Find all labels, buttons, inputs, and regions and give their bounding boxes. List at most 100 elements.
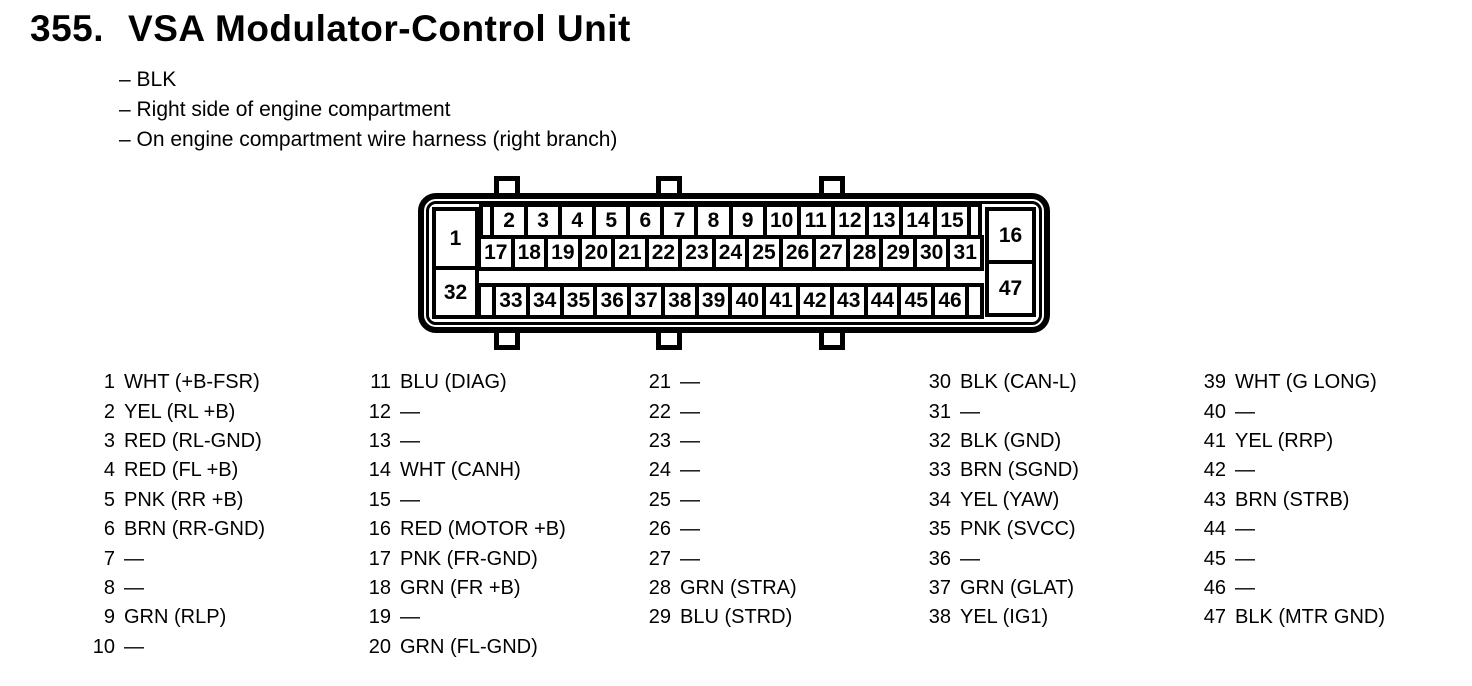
pin-number: 7 xyxy=(103,547,115,570)
connector-pin-cell-7: 7 xyxy=(660,203,699,239)
pin-label: — xyxy=(400,488,420,511)
pin-row-23: 23— xyxy=(641,427,797,456)
pin-row-21: 21 — xyxy=(641,368,797,397)
pin-label: — xyxy=(680,371,700,394)
connector-pin-cell-23: 23 xyxy=(678,235,716,271)
pin-label: GRN (FL-GND) xyxy=(400,635,538,658)
pin-row-20: 20 GRN (FL-GND) xyxy=(361,633,566,662)
connector-pin-cell-29: 29 xyxy=(879,235,917,271)
pin-label: BRN (SGND) xyxy=(960,459,1079,482)
connector-pin-cell-39: 39 xyxy=(694,283,733,319)
connector-pin-cell-4: 4 xyxy=(558,203,597,239)
pin-label: — xyxy=(1235,576,1255,599)
pin-label: — xyxy=(680,488,700,511)
pin-number: 21 xyxy=(648,371,671,394)
pin-row-31: 31— xyxy=(921,397,1079,426)
connector-pin-cell-21: 21 xyxy=(611,235,649,271)
connector-pin-cell-33: 33 xyxy=(492,283,530,319)
pin-number: 11 xyxy=(370,371,391,394)
pin-row-4: 4 RED (FL +B) xyxy=(85,456,265,485)
connector-pin-cell-22: 22 xyxy=(644,235,683,271)
pin-label: RED (MOTOR +B) xyxy=(400,518,566,541)
pin-number: 6 xyxy=(103,518,115,541)
pin-label: — xyxy=(1235,518,1255,541)
connector-pin-cell-10: 10 xyxy=(762,203,801,239)
pin-number: 36 xyxy=(928,547,951,570)
pin-label: PNK (SVCC) xyxy=(960,518,1076,541)
pin-label: RED (FL +B) xyxy=(124,459,239,482)
pin-label: — xyxy=(680,518,700,541)
pin-number: 41 xyxy=(1203,429,1226,452)
pin-row-27: 27— xyxy=(641,544,797,573)
pin-number: 47 xyxy=(1203,606,1226,629)
pin-label: — xyxy=(124,547,144,570)
pin-row-7: 7— xyxy=(85,544,265,573)
pin-row-22: 22— xyxy=(641,397,797,426)
pin-number: 1 xyxy=(103,371,115,394)
connector-pin-cell-15: 15 xyxy=(933,203,972,239)
pin-label: — xyxy=(680,547,700,570)
connector-pin-cell-40: 40 xyxy=(728,283,767,319)
pin-number: 4 xyxy=(103,459,115,482)
pin-number: 33 xyxy=(928,459,951,482)
pin-label: GRN (STRA) xyxy=(680,576,797,599)
connector-pin-cell-20: 20 xyxy=(577,235,616,271)
connector-pin-cell-5: 5 xyxy=(592,203,631,239)
note-location: – Right side of engine compartment xyxy=(119,98,451,121)
pin-label: WHT (G LONG) xyxy=(1235,371,1377,394)
pin-number: 14 xyxy=(368,459,391,482)
pin-row-36: 36 — xyxy=(921,544,1079,573)
pin-row-41: 41 YEL (RRP) xyxy=(1196,427,1385,456)
pin-number: 31 xyxy=(928,400,951,423)
pin-number: 38 xyxy=(928,606,951,629)
pin-label: — xyxy=(680,459,700,482)
pin-label: — xyxy=(1235,547,1255,570)
connector-pin-cell-32: 32 xyxy=(432,266,479,319)
pin-number: 13 xyxy=(368,429,391,452)
pin-number: 2 xyxy=(103,400,115,423)
pin-label: WHT (+B-FSR) xyxy=(124,371,260,394)
pin-number: 18 xyxy=(368,576,391,599)
connector-pin-cell-3: 3 xyxy=(524,203,563,239)
connector-pin-cell-46: 46 xyxy=(931,283,969,319)
pin-number: 10 xyxy=(92,635,115,658)
pin-number: 5 xyxy=(103,488,115,511)
pin-number: 28 xyxy=(648,576,671,599)
pin-label: RED (RL-GND) xyxy=(124,429,262,452)
pin-number: 20 xyxy=(368,635,391,658)
pin-row-45: 45— xyxy=(1196,544,1385,573)
pin-row-44: 44— xyxy=(1196,515,1385,544)
pin-label: — xyxy=(124,635,144,658)
pin-label: — xyxy=(680,429,700,452)
blank-cell xyxy=(967,203,983,239)
connector-pin-cell-2: 2 xyxy=(490,203,529,239)
pin-label: WHT (CANH) xyxy=(400,459,521,482)
pin-label: YEL (RRP) xyxy=(1235,429,1334,452)
pin-number: 24 xyxy=(648,459,671,482)
connector-pin-cell-17: 17 xyxy=(477,235,515,271)
pin-label: — xyxy=(1235,400,1255,423)
page-title: 355.VSA Modulator-Control Unit xyxy=(30,8,631,50)
connector-pin-cell-43: 43 xyxy=(829,283,868,319)
pin-number: 46 xyxy=(1203,576,1226,599)
connector-pin-cell-8: 8 xyxy=(694,203,733,239)
pin-number: 34 xyxy=(928,488,951,511)
pin-label: — xyxy=(960,547,980,570)
